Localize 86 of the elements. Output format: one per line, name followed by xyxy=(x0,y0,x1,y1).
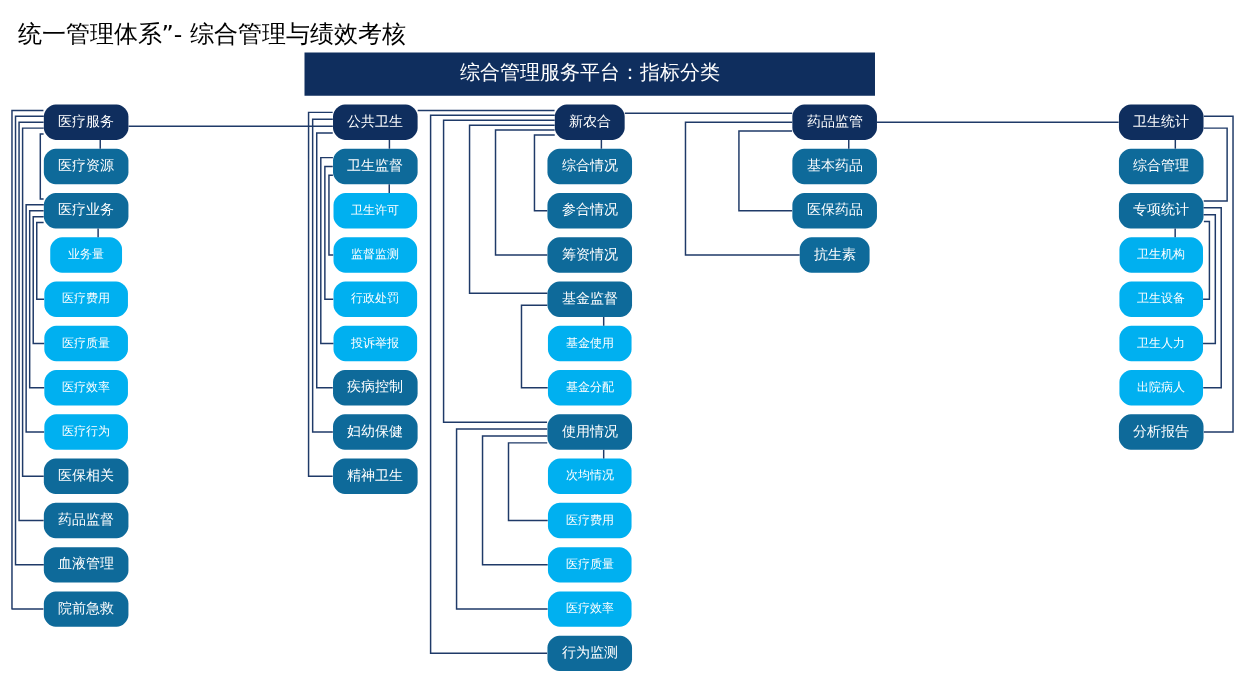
connector xyxy=(494,129,556,256)
node-box: 出院病人 xyxy=(1119,370,1203,406)
node-box: 卫生人力 xyxy=(1119,325,1203,362)
node-box: 基本药品 xyxy=(792,148,877,185)
connector xyxy=(320,156,335,345)
connector xyxy=(21,127,45,478)
node-box: 综合管理 xyxy=(1118,148,1204,185)
connector xyxy=(416,109,556,112)
node-box: 药品监管 xyxy=(792,104,877,140)
connector xyxy=(684,121,801,256)
connector xyxy=(127,125,334,127)
connector xyxy=(307,111,334,478)
node-box: 参合情况 xyxy=(547,193,633,229)
connector xyxy=(481,435,549,566)
node-box: 业务量 xyxy=(50,237,123,273)
connector xyxy=(328,174,334,256)
node-box: 综合管理服务平台：指标分类 xyxy=(304,52,875,96)
connector xyxy=(507,442,549,522)
connector xyxy=(1174,227,1176,238)
connector xyxy=(316,132,334,389)
connector xyxy=(18,121,45,522)
connector xyxy=(429,114,556,655)
node-box: 行政处罚 xyxy=(333,281,418,317)
node-box: 医疗资源 xyxy=(43,148,129,185)
node-box: 医疗效率 xyxy=(547,591,632,627)
connector xyxy=(14,115,45,566)
diagram-title: 统一管理体系”- 综合管理与绩效考核 xyxy=(17,19,406,48)
node-box: 医疗服务 xyxy=(43,104,129,140)
connector xyxy=(28,210,45,389)
connector xyxy=(455,428,549,610)
node-box: 妇幼保健 xyxy=(333,414,418,450)
node-box: 筹资情况 xyxy=(547,237,633,273)
connector xyxy=(25,204,45,433)
node-box: 卫生监督 xyxy=(333,148,418,185)
node-box: 卫生机构 xyxy=(1119,237,1203,273)
node-box: 抗生素 xyxy=(799,237,870,273)
node-box: 医疗质量 xyxy=(44,325,128,362)
node-box: 医疗业务 xyxy=(43,193,129,229)
node-box: 基金监督 xyxy=(547,281,633,317)
node-box: 公共卫生 xyxy=(333,104,418,140)
node-box: 新农合 xyxy=(554,104,625,140)
connector xyxy=(876,121,1120,123)
node-box: 分析报告 xyxy=(1118,414,1204,450)
connector xyxy=(520,304,549,389)
connector xyxy=(1202,220,1211,300)
node-box: 卫生统计 xyxy=(1118,104,1204,140)
node-box: 基金分配 xyxy=(547,370,632,406)
connector xyxy=(442,119,556,423)
node-box: 投诉举报 xyxy=(333,325,418,362)
node-box: 医疗费用 xyxy=(547,502,632,539)
node-box: 次均情况 xyxy=(547,458,632,494)
connector xyxy=(32,215,45,345)
connector xyxy=(11,109,45,610)
node-box: 医疗费用 xyxy=(44,281,128,317)
node-box: 药品监督 xyxy=(43,502,129,539)
node-box: 基金使用 xyxy=(547,325,632,362)
node-box: 医疗行为 xyxy=(44,414,128,450)
node-box: 卫生设备 xyxy=(1119,281,1203,317)
node-box: 医疗效率 xyxy=(44,370,128,406)
connector xyxy=(1202,127,1228,202)
node-box: 院前急救 xyxy=(43,591,129,627)
connector xyxy=(533,134,556,212)
node-box: 医保药品 xyxy=(792,193,877,229)
connector xyxy=(99,139,101,150)
node-box: 精神卫生 xyxy=(333,458,418,494)
node-box: 行为监测 xyxy=(547,635,633,672)
node-box: 专项统计 xyxy=(1118,193,1204,229)
node-box: 血液管理 xyxy=(43,547,129,583)
node-box: 医保相关 xyxy=(43,458,129,494)
node-box: 疾病控制 xyxy=(333,370,418,406)
connector xyxy=(468,124,556,295)
node-box: 综合情况 xyxy=(547,148,633,185)
connector xyxy=(1202,213,1217,345)
node-box: 使用情况 xyxy=(547,414,633,450)
node-box: 卫生许可 xyxy=(333,193,418,229)
connector xyxy=(624,112,793,115)
node-box: 监督监测 xyxy=(333,237,418,273)
connector xyxy=(738,130,793,212)
connector xyxy=(324,165,334,300)
connector xyxy=(1203,115,1234,433)
connector xyxy=(97,227,99,238)
connector xyxy=(39,133,45,200)
connector xyxy=(311,118,334,433)
connector xyxy=(1202,207,1222,389)
connector xyxy=(36,221,45,300)
node-box: 医疗质量 xyxy=(547,547,632,583)
